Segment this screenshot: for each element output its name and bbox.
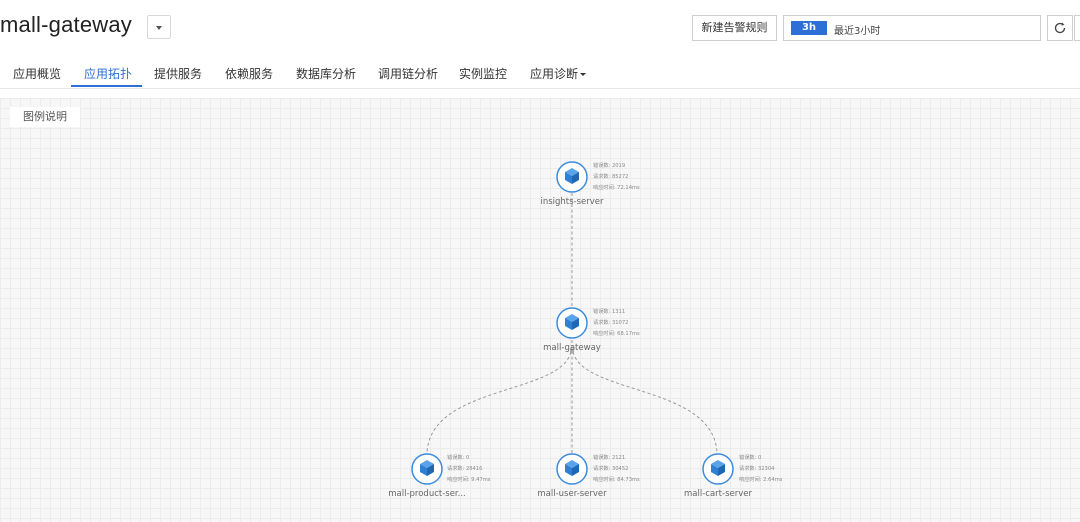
- node-request-count: 请求数: 85272: [593, 172, 628, 180]
- node-error-count: 错误数: 1311: [593, 307, 625, 315]
- time-range-label: 最近3小时: [834, 26, 881, 37]
- node-request-count: 请求数: 28416: [447, 464, 482, 472]
- topology-node-insights-server[interactable]: 错误数: 2019 请求数: 85272 响应时间: 72.14ms insig…: [540, 161, 640, 207]
- node-error-count: 错误数: 2019: [593, 161, 625, 169]
- node-error-count: 错误数: 0: [739, 453, 761, 461]
- cube-icon: [420, 460, 434, 476]
- tab-overview[interactable]: 应用概览: [13, 67, 62, 81]
- node-request-count: 请求数: 31072: [593, 318, 628, 326]
- cube-icon: [565, 168, 579, 184]
- more-button[interactable]: [1074, 15, 1080, 41]
- app-title: mall-gateway: [0, 12, 133, 37]
- node-label: mall-gateway: [543, 343, 601, 353]
- node-latency: 响应时间: 68.17ms: [593, 329, 640, 337]
- page-header: mall-gateway 新建告警规则 3h 最近3小时: [0, 0, 1080, 56]
- refresh-icon: [1054, 22, 1066, 34]
- node-label: mall-user-server: [537, 489, 607, 499]
- tab-provided-services[interactable]: 提供服务: [154, 67, 203, 81]
- topology-node-mall-gateway[interactable]: 错误数: 1311 请求数: 31072 响应时间: 68.17ms mall-…: [543, 307, 640, 353]
- topology-node-mall-cart-server[interactable]: 错误数: 0 请求数: 32304 响应时间: 2.64ms mall-cart…: [684, 453, 783, 499]
- topology-node-mall-product-server[interactable]: 错误数: 0 请求数: 28416 响应时间: 9.47ms mall-prod…: [388, 453, 491, 499]
- node-request-count: 请求数: 30452: [593, 464, 628, 472]
- nav-tabs: 应用概览 应用拓扑 提供服务 依赖服务 数据库分析 调用链分析 实例监控 应用诊…: [0, 56, 1080, 89]
- node-request-count: 请求数: 32304: [739, 464, 775, 472]
- app-switch-dropdown[interactable]: [147, 15, 171, 39]
- node-latency: 响应时间: 9.47ms: [447, 475, 491, 483]
- node-latency: 响应时间: 72.14ms: [593, 183, 640, 191]
- cube-icon: [565, 460, 579, 476]
- topology-canvas[interactable]: [0, 98, 1080, 522]
- topology-edge: [572, 351, 718, 454]
- caret-down-icon: [580, 73, 587, 76]
- legend-button[interactable]: 图例说明: [10, 107, 80, 127]
- tab-database-analysis[interactable]: 数据库分析: [296, 67, 357, 81]
- topology-edge: [426, 351, 572, 454]
- time-range-picker[interactable]: 3h 最近3小时: [783, 15, 1041, 41]
- tab-dependency-services[interactable]: 依赖服务: [225, 67, 274, 81]
- caret-down-icon: [156, 26, 162, 30]
- cube-icon: [565, 314, 579, 330]
- node-label: mall-product-ser...: [388, 489, 466, 499]
- time-range-badge: 3h: [791, 21, 827, 35]
- topology-node-mall-user-server[interactable]: 错误数: 2121 请求数: 30452 响应时间: 84.73ms mall-…: [537, 453, 640, 499]
- refresh-button[interactable]: [1047, 15, 1073, 41]
- active-tab-indicator: [71, 85, 142, 87]
- tab-app-diagnosis[interactable]: 应用诊断: [530, 65, 587, 82]
- edge-junction: [570, 349, 574, 353]
- node-latency: 响应时间: 84.73ms: [593, 475, 640, 483]
- node-latency: 响应时间: 2.64ms: [739, 475, 783, 483]
- tab-instance-monitor[interactable]: 实例监控: [459, 67, 508, 81]
- cube-icon: [711, 460, 725, 476]
- node-label: mall-cart-server: [684, 489, 752, 499]
- new-alert-rule-button[interactable]: 新建告警规则: [692, 15, 777, 41]
- tab-trace-analysis[interactable]: 调用链分析: [378, 67, 439, 81]
- node-label: insights-server: [540, 197, 604, 207]
- node-error-count: 错误数: 0: [447, 453, 469, 461]
- tab-topology[interactable]: 应用拓扑: [84, 67, 133, 81]
- node-error-count: 错误数: 2121: [593, 453, 625, 461]
